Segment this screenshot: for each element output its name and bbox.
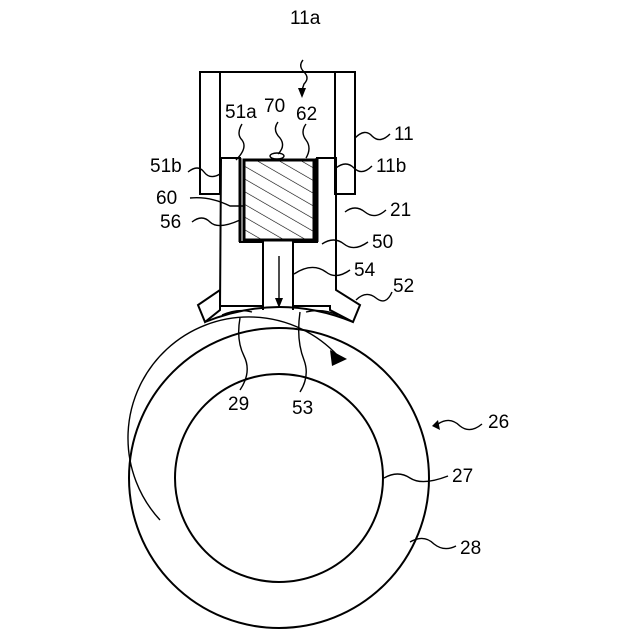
leader-11a-arrow bbox=[298, 88, 306, 98]
leader-62 bbox=[303, 124, 309, 158]
leader-21 bbox=[345, 208, 386, 216]
part-70-element bbox=[270, 153, 284, 159]
label-52: 52 bbox=[393, 276, 414, 297]
roller-inner-circle bbox=[175, 374, 383, 582]
leader-52 bbox=[356, 292, 392, 301]
label-54: 54 bbox=[354, 260, 376, 281]
label-50: 50 bbox=[372, 232, 393, 253]
label-11b: 11b bbox=[376, 156, 406, 177]
leader-56 bbox=[192, 218, 240, 226]
leader-28 bbox=[410, 538, 456, 548]
passage-54 bbox=[263, 242, 293, 310]
leader-26-arrow bbox=[432, 420, 440, 430]
label-53: 53 bbox=[292, 398, 313, 419]
label-29: 29 bbox=[228, 394, 249, 415]
leader-53 bbox=[299, 312, 307, 392]
label-27: 27 bbox=[452, 466, 473, 487]
leader-51a bbox=[236, 124, 244, 160]
label-51a: 51a bbox=[225, 102, 257, 123]
leader-27 bbox=[384, 474, 448, 482]
label-60: 60 bbox=[156, 188, 177, 209]
leader-70 bbox=[275, 122, 282, 154]
label-21: 21 bbox=[390, 200, 411, 221]
label-26: 26 bbox=[488, 412, 509, 433]
label-62: 62 bbox=[296, 104, 317, 125]
leader-60 bbox=[190, 198, 244, 206]
label-51b: 51b bbox=[150, 156, 182, 177]
label-28: 28 bbox=[460, 538, 481, 559]
label-56: 56 bbox=[160, 212, 181, 233]
roller-26 bbox=[128, 317, 429, 628]
label-70: 70 bbox=[264, 96, 285, 117]
leader-54 bbox=[294, 267, 350, 275]
leader-50 bbox=[322, 240, 368, 248]
member-block bbox=[244, 160, 314, 240]
reference-labels: 11a 11 11b 51a 70 62 51b 60 56 21 50 54 … bbox=[150, 8, 509, 559]
label-11: 11 bbox=[394, 124, 414, 145]
label-11a: 11a bbox=[290, 8, 321, 29]
leader-26 bbox=[438, 420, 482, 429]
leader-11 bbox=[355, 132, 390, 139]
leader-29 bbox=[239, 318, 248, 390]
leader-11a bbox=[301, 60, 307, 90]
leader-51b bbox=[188, 168, 220, 177]
rotation-arrowhead bbox=[330, 350, 347, 366]
member-60 bbox=[240, 153, 317, 242]
sleeve-right-wall bbox=[335, 72, 355, 194]
